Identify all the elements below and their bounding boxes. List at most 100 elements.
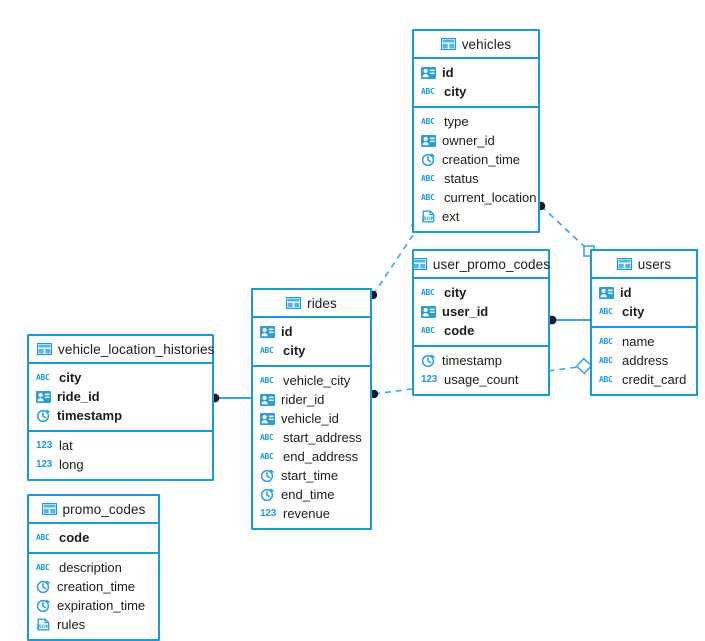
number-icon: 123 bbox=[36, 439, 53, 451]
abc-icon: ABC bbox=[599, 374, 613, 384]
field-row[interactable]: ABC end_address bbox=[253, 447, 370, 466]
columns-section: ABC vehicle_city rider_id vehicle_id ABC… bbox=[253, 367, 370, 528]
primary-key-section: id ABC city bbox=[253, 318, 370, 367]
field-row[interactable]: vehicle_id bbox=[253, 409, 370, 428]
columns-section: ABC description creation_time expiration… bbox=[29, 554, 158, 639]
abc-icon: ABC bbox=[421, 173, 435, 183]
edge-user-promo-codes-to-users[interactable] bbox=[547, 315, 591, 325]
field-row[interactable]: end_time bbox=[253, 485, 370, 504]
table-header: vehicle_location_histories bbox=[29, 336, 214, 364]
field-label: current_location bbox=[444, 190, 537, 205]
primary-key-section: id ABC city bbox=[414, 59, 538, 108]
field-row[interactable]: ABC description bbox=[29, 558, 158, 577]
field-label: city bbox=[444, 285, 467, 300]
field-row[interactable]: 123 revenue bbox=[253, 504, 370, 523]
table-vehicles[interactable]: vehicles id ABC city ABC type bbox=[412, 29, 540, 233]
field-row[interactable]: timestamp bbox=[414, 351, 548, 370]
clock-icon bbox=[260, 469, 275, 482]
field-label: city bbox=[283, 343, 306, 358]
field-row[interactable]: start_time bbox=[253, 466, 370, 485]
abc-icon: ABC bbox=[36, 532, 50, 542]
table-user-promo-codes[interactable]: user_promo_codes ABC city user_id ABC co… bbox=[411, 249, 550, 396]
field-label: ext bbox=[442, 209, 460, 224]
field-label: user_id bbox=[442, 304, 489, 319]
field-label: start_address bbox=[283, 430, 362, 445]
abc-icon: ABC bbox=[421, 287, 435, 297]
table-rides[interactable]: rides id ABC city ABC vehicle_city bbox=[251, 288, 372, 530]
field-row[interactable]: owner_id bbox=[414, 131, 538, 150]
key-person-icon bbox=[599, 286, 614, 299]
abc-icon: ABC bbox=[421, 192, 435, 202]
field-row[interactable]: ride_id bbox=[29, 387, 212, 406]
field-row[interactable]: expiration_time bbox=[29, 596, 158, 615]
columns-section: ABC name ABC address ABC credit_card bbox=[592, 328, 696, 394]
field-label: timestamp bbox=[442, 353, 502, 368]
table-header: promo_codes bbox=[29, 496, 158, 524]
field-label: city bbox=[59, 370, 82, 385]
field-row[interactable]: 123 usage_count bbox=[414, 370, 548, 389]
field-row[interactable]: ABC start_address bbox=[253, 428, 370, 447]
field-row[interactable]: JSON rules bbox=[29, 615, 158, 634]
number-icon: 123 bbox=[421, 373, 438, 385]
field-row[interactable]: 123 long bbox=[29, 455, 212, 474]
field-label: description bbox=[59, 560, 122, 575]
field-row[interactable]: creation_time bbox=[29, 577, 158, 596]
field-row[interactable]: JSON ext bbox=[414, 207, 538, 226]
field-row[interactable]: ABC city bbox=[29, 368, 212, 387]
field-row[interactable]: timestamp bbox=[29, 406, 212, 425]
columns-section: ABC type owner_id creation_time ABC stat… bbox=[414, 108, 538, 231]
field-row[interactable]: ABC code bbox=[414, 321, 548, 340]
abc-icon: ABC bbox=[599, 336, 613, 346]
table-icon bbox=[440, 38, 456, 50]
table-name: users bbox=[637, 256, 672, 272]
field-row[interactable]: user_id bbox=[414, 302, 548, 321]
field-row[interactable]: ABC vehicle_city bbox=[253, 371, 370, 390]
edge-vehicles-to-users[interactable] bbox=[536, 201, 595, 257]
field-row[interactable]: ABC status bbox=[414, 169, 538, 188]
field-row[interactable]: ABC name bbox=[592, 332, 696, 351]
field-row[interactable]: creation_time bbox=[414, 150, 538, 169]
key-person-icon bbox=[260, 412, 275, 425]
field-row[interactable]: ABC city bbox=[414, 283, 548, 302]
field-row[interactable]: id bbox=[414, 63, 538, 82]
field-row[interactable]: ABC city bbox=[253, 341, 370, 360]
field-row[interactable]: ABC current_location bbox=[414, 188, 538, 207]
field-row[interactable]: ABC type bbox=[414, 112, 538, 131]
table-users[interactable]: users id ABC city ABC name ABC address bbox=[590, 249, 698, 396]
field-label: expiration_time bbox=[57, 598, 146, 613]
field-label: usage_count bbox=[444, 372, 519, 387]
table-header: rides bbox=[253, 290, 370, 318]
table-vehicle-location-histories[interactable]: vehicle_location_histories ABC city ride… bbox=[27, 334, 214, 481]
abc-icon: ABC bbox=[260, 345, 274, 355]
field-row[interactable]: 123 lat bbox=[29, 436, 212, 455]
field-label: end_time bbox=[281, 487, 335, 502]
table-name: vehicles bbox=[461, 36, 512, 52]
field-label: revenue bbox=[283, 506, 330, 521]
field-label: vehicle_city bbox=[283, 373, 351, 388]
clock-icon bbox=[36, 409, 51, 422]
edge-vehicle-location-histories-to-rides[interactable] bbox=[210, 393, 253, 403]
field-label: vehicle_id bbox=[281, 411, 339, 426]
key-person-icon bbox=[36, 390, 51, 403]
field-label: creation_time bbox=[57, 579, 136, 594]
field-row[interactable]: ABC code bbox=[29, 528, 158, 547]
primary-key-section: ABC code bbox=[29, 524, 158, 554]
field-row[interactable]: id bbox=[253, 322, 370, 341]
field-row[interactable]: rider_id bbox=[253, 390, 370, 409]
field-row[interactable]: ABC city bbox=[414, 82, 538, 101]
field-label: lat bbox=[59, 438, 73, 453]
abc-icon: ABC bbox=[36, 562, 50, 572]
table-promo-codes[interactable]: promo_codes ABC code ABC description cre… bbox=[27, 494, 160, 641]
field-label: code bbox=[59, 530, 90, 545]
field-row[interactable]: ABC address bbox=[592, 351, 696, 370]
clock-icon bbox=[36, 580, 51, 593]
field-label: city bbox=[444, 84, 467, 99]
table-icon bbox=[286, 297, 302, 309]
columns-section: 123 lat 123 long bbox=[29, 432, 212, 479]
field-row[interactable]: ABC credit_card bbox=[592, 370, 696, 389]
field-row[interactable]: ABC city bbox=[592, 302, 696, 321]
table-icon bbox=[411, 258, 427, 270]
field-row[interactable]: id bbox=[592, 283, 696, 302]
number-icon: 123 bbox=[36, 458, 53, 470]
